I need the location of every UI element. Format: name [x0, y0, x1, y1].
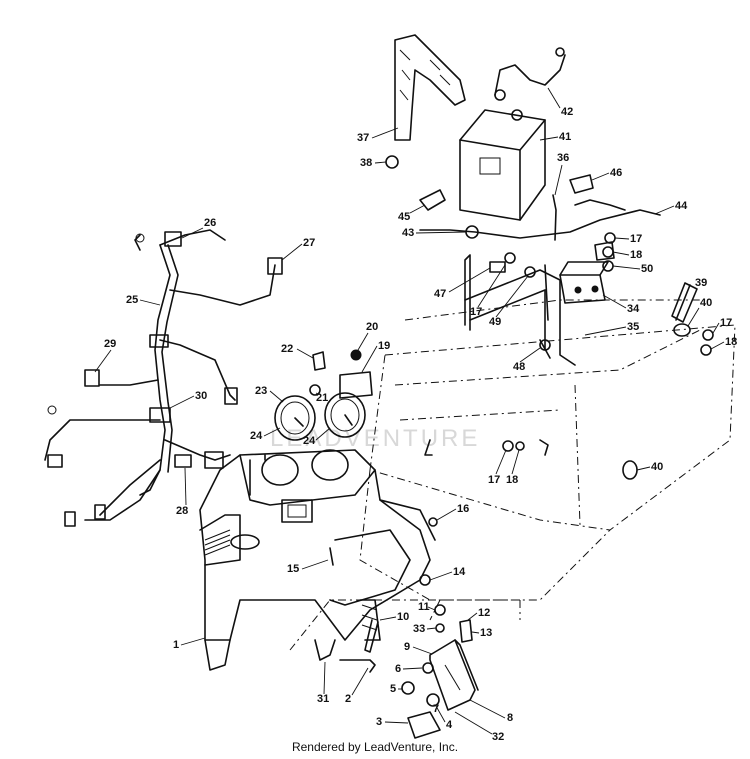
callout-15: 15: [287, 563, 299, 575]
credit-text: Rendered by LeadVenture, Inc.: [291, 740, 459, 754]
callout-29: 29: [104, 338, 116, 350]
callout-16: 16: [457, 503, 469, 515]
callout-17-frame: 17: [488, 474, 500, 486]
callout-labels: 1 2 3 4 5 6 7 8 9 10 11 12 13 14 15 16 1…: [94, 87, 737, 743]
callout-19: 19: [378, 340, 390, 352]
battery-tray: [464, 254, 576, 366]
callout-18-solenoid: 18: [630, 249, 642, 261]
callout-4: 4: [446, 719, 453, 731]
vent-grille: [204, 529, 231, 556]
callout-7: 7: [433, 703, 439, 715]
dash-panel: [199, 449, 436, 671]
callout-8: 8: [507, 712, 513, 724]
callout-13: 13: [480, 627, 492, 639]
callout-22: 22: [281, 343, 293, 355]
callout-30: 30: [195, 390, 207, 402]
callout-2: 2: [345, 693, 351, 705]
callout-18-frame: 18: [506, 474, 518, 486]
gauges: [274, 349, 373, 441]
callout-40-washer: 40: [700, 297, 712, 309]
callout-17-right: 17: [720, 317, 732, 329]
callout-41: 41: [559, 131, 571, 143]
hardware-small: [329, 194, 714, 586]
wiring-harness: [44, 229, 283, 527]
callout-23: 23: [255, 385, 267, 397]
callout-33: 33: [413, 623, 425, 635]
callout-9: 9: [404, 641, 410, 653]
callout-24-left: 24: [250, 430, 263, 442]
callout-50: 50: [641, 263, 653, 275]
callout-43: 43: [402, 227, 414, 239]
callout-38: 38: [360, 157, 372, 169]
callout-20: 20: [366, 321, 378, 333]
callout-21: 21: [316, 392, 328, 404]
callout-49: 49: [489, 316, 501, 328]
battery: [459, 109, 546, 221]
callout-40-frame: 40: [651, 461, 663, 473]
callout-32: 32: [492, 731, 504, 743]
callout-37: 37: [357, 132, 369, 144]
callout-46: 46: [610, 167, 622, 179]
callout-36: 36: [557, 152, 569, 164]
callout-31: 31: [317, 693, 329, 705]
callout-5: 5: [390, 683, 396, 695]
callout-1: 1: [173, 639, 179, 651]
callout-25: 25: [126, 294, 138, 306]
callout-17-tray: 17: [470, 306, 482, 318]
callout-45: 45: [398, 211, 410, 223]
callout-44: 44: [675, 200, 688, 212]
callout-35: 35: [627, 321, 639, 333]
callout-48: 48: [513, 361, 525, 373]
callout-47: 47: [434, 288, 446, 300]
callout-28: 28: [176, 505, 188, 517]
callout-17-solenoid: 17: [630, 233, 642, 245]
callout-11: 11: [418, 601, 430, 613]
callout-34: 34: [627, 303, 640, 315]
callout-24-right: 24: [303, 435, 316, 447]
callout-12: 12: [478, 607, 490, 619]
battery-cables: [385, 47, 661, 239]
callout-18-right: 18: [725, 336, 737, 348]
callout-42: 42: [561, 106, 573, 118]
callout-6: 6: [395, 663, 401, 675]
callout-39: 39: [695, 277, 707, 289]
callout-10: 10: [397, 611, 409, 623]
callout-3: 3: [376, 716, 382, 728]
callout-26: 26: [204, 217, 216, 229]
callout-27: 27: [303, 237, 315, 249]
callout-14: 14: [453, 566, 466, 578]
battery-cover-boot: [394, 34, 466, 141]
solenoid: [559, 241, 615, 304]
